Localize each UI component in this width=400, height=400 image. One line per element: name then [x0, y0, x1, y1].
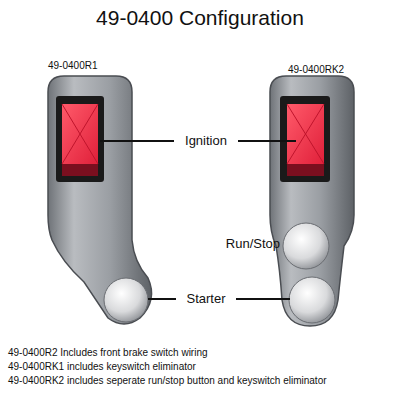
note: 49-0400RK2 includes seperate run/stop bu…: [8, 375, 327, 387]
diagram-title: 49-0400 Configuration: [96, 6, 304, 30]
part-number: 49-0400RK2: [288, 64, 344, 76]
right-housing: [270, 76, 354, 326]
callout-label: Run/Stop: [226, 237, 280, 252]
callout-label: Ignition: [185, 134, 227, 149]
part-number: 49-0400R1: [48, 60, 97, 72]
note: 49-0400R2 Includes front brake switch wi…: [8, 347, 208, 359]
note: 49-0400RK1 includes keyswitch eliminator: [8, 361, 196, 373]
left-housing: [48, 76, 152, 324]
leader-lines: [100, 141, 296, 299]
callout-label: Starter: [186, 292, 225, 307]
